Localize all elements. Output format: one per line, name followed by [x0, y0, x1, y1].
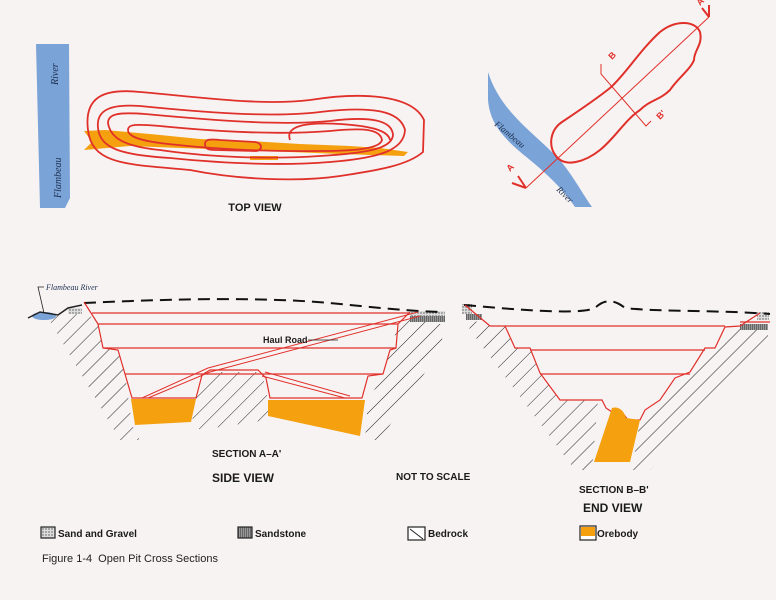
sand-gravel-layer-a-left	[68, 308, 82, 314]
bedrock-hatch-left-b	[466, 318, 598, 470]
orebody-left	[131, 399, 196, 425]
section-bb-subtitle: END VIEW	[583, 501, 643, 515]
caption-text: Open Pit Cross Sections	[98, 553, 218, 565]
plan-pit-outline	[550, 22, 702, 164]
figure-caption: Figure 1-4 Open Pit Cross Sections	[42, 553, 218, 565]
section-line-b	[600, 64, 652, 127]
ground-surface-dashed	[83, 298, 441, 313]
arrow-a-icon	[511, 175, 527, 189]
plan-river	[488, 72, 592, 207]
orebody-right	[268, 400, 365, 436]
sand-gravel-layer-b-left	[462, 304, 472, 314]
marker-b-prime: B'	[654, 108, 667, 121]
legend-orebody: Orebody	[597, 529, 639, 540]
flambeau-river-label: Flambeau River	[45, 283, 99, 292]
orebody-b	[594, 407, 640, 462]
marker-b: B	[606, 49, 618, 61]
orebody-band	[84, 130, 408, 156]
ground-surface-dashed-b	[463, 300, 771, 315]
legend: Sand and Gravel Sandstone Bedrock Orebod…	[40, 525, 639, 541]
section-bb-title: SECTION B–B'	[579, 485, 649, 496]
bedrock-swatch	[407, 526, 426, 541]
sand-gravel-layer-a	[410, 311, 445, 316]
sandstone-layer-b-left	[466, 314, 482, 320]
haul-road-label: Haul Road	[263, 335, 308, 345]
section-line-a	[525, 16, 710, 189]
scale-note: NOT TO SCALE	[396, 472, 471, 483]
pit-contours	[86, 90, 425, 181]
plan-view: Flambeau River A A' B B'	[488, 0, 710, 207]
legend-bedrock: Bedrock	[428, 529, 468, 540]
sand-gravel-swatch	[40, 526, 56, 539]
bedrock-hatch-right	[365, 318, 445, 440]
ground-left	[27, 304, 83, 319]
top-view-title: TOP VIEW	[228, 202, 282, 214]
sand-gravel-layer-b-right	[757, 312, 769, 320]
sandstone-swatch	[237, 526, 253, 539]
river-strip	[36, 44, 70, 208]
bedrock-hatch-right-b	[632, 326, 768, 470]
bedrock-hatch-left	[48, 310, 140, 440]
pit-outline-aa	[83, 301, 411, 399]
marker-a-prime: A'	[694, 0, 707, 7]
orebody-swatch	[579, 525, 597, 541]
bedrock-hatch-center	[192, 372, 268, 430]
section-aa: Flambeau River Haul Road SECTION A–A' SI…	[27, 283, 471, 485]
haul-road	[141, 311, 421, 399]
legend-sand-gravel: Sand and Gravel	[58, 529, 137, 540]
section-bb: SECTION B–B' END VIEW	[462, 300, 771, 515]
section-aa-title: SECTION A–A'	[212, 449, 281, 460]
sandstone-layer-b-right	[740, 324, 768, 330]
marker-a: A	[504, 161, 516, 173]
river-label-top: River	[50, 63, 61, 86]
arrow-a-prime-icon	[701, 5, 710, 18]
sandstone-layer-a	[410, 316, 445, 322]
flambeau-leader	[37, 286, 45, 314]
section-aa-subtitle: SIDE VIEW	[212, 471, 275, 485]
river-label-bottom: Flambeau	[53, 157, 64, 199]
top-view: River Flambeau TOP VIEW	[36, 44, 425, 214]
caption-number: Figure 1-4	[42, 553, 92, 565]
legend-sandstone: Sandstone	[255, 529, 307, 540]
